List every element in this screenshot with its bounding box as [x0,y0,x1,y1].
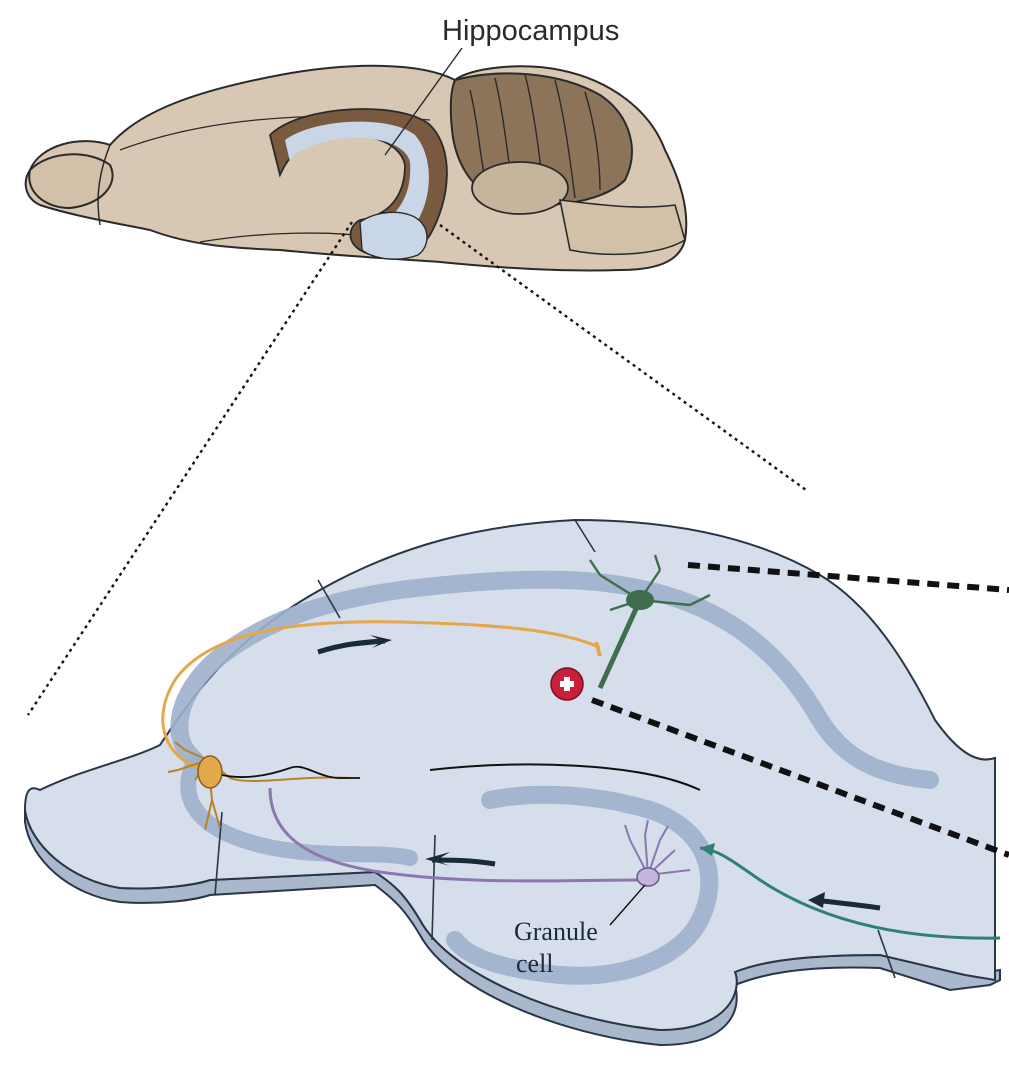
granule-cell-label-line1: Granule [514,917,598,946]
ca1-neuron-soma [626,590,654,610]
granule-cell-label-line2: cell [516,949,554,978]
hippocampus-lower-loop [360,212,427,259]
ca3-neuron-soma [198,756,222,788]
slice-surface [25,520,995,1030]
plus-sign-icon [551,668,583,700]
pons [472,162,568,214]
brainstem [560,200,685,254]
hippocampal-slice: Granule cell [25,520,1000,1045]
hippocampus-label: Hippocampus [442,15,619,47]
granule-cell-soma [637,868,659,886]
brain-illustration: Hippocampus [26,15,687,271]
